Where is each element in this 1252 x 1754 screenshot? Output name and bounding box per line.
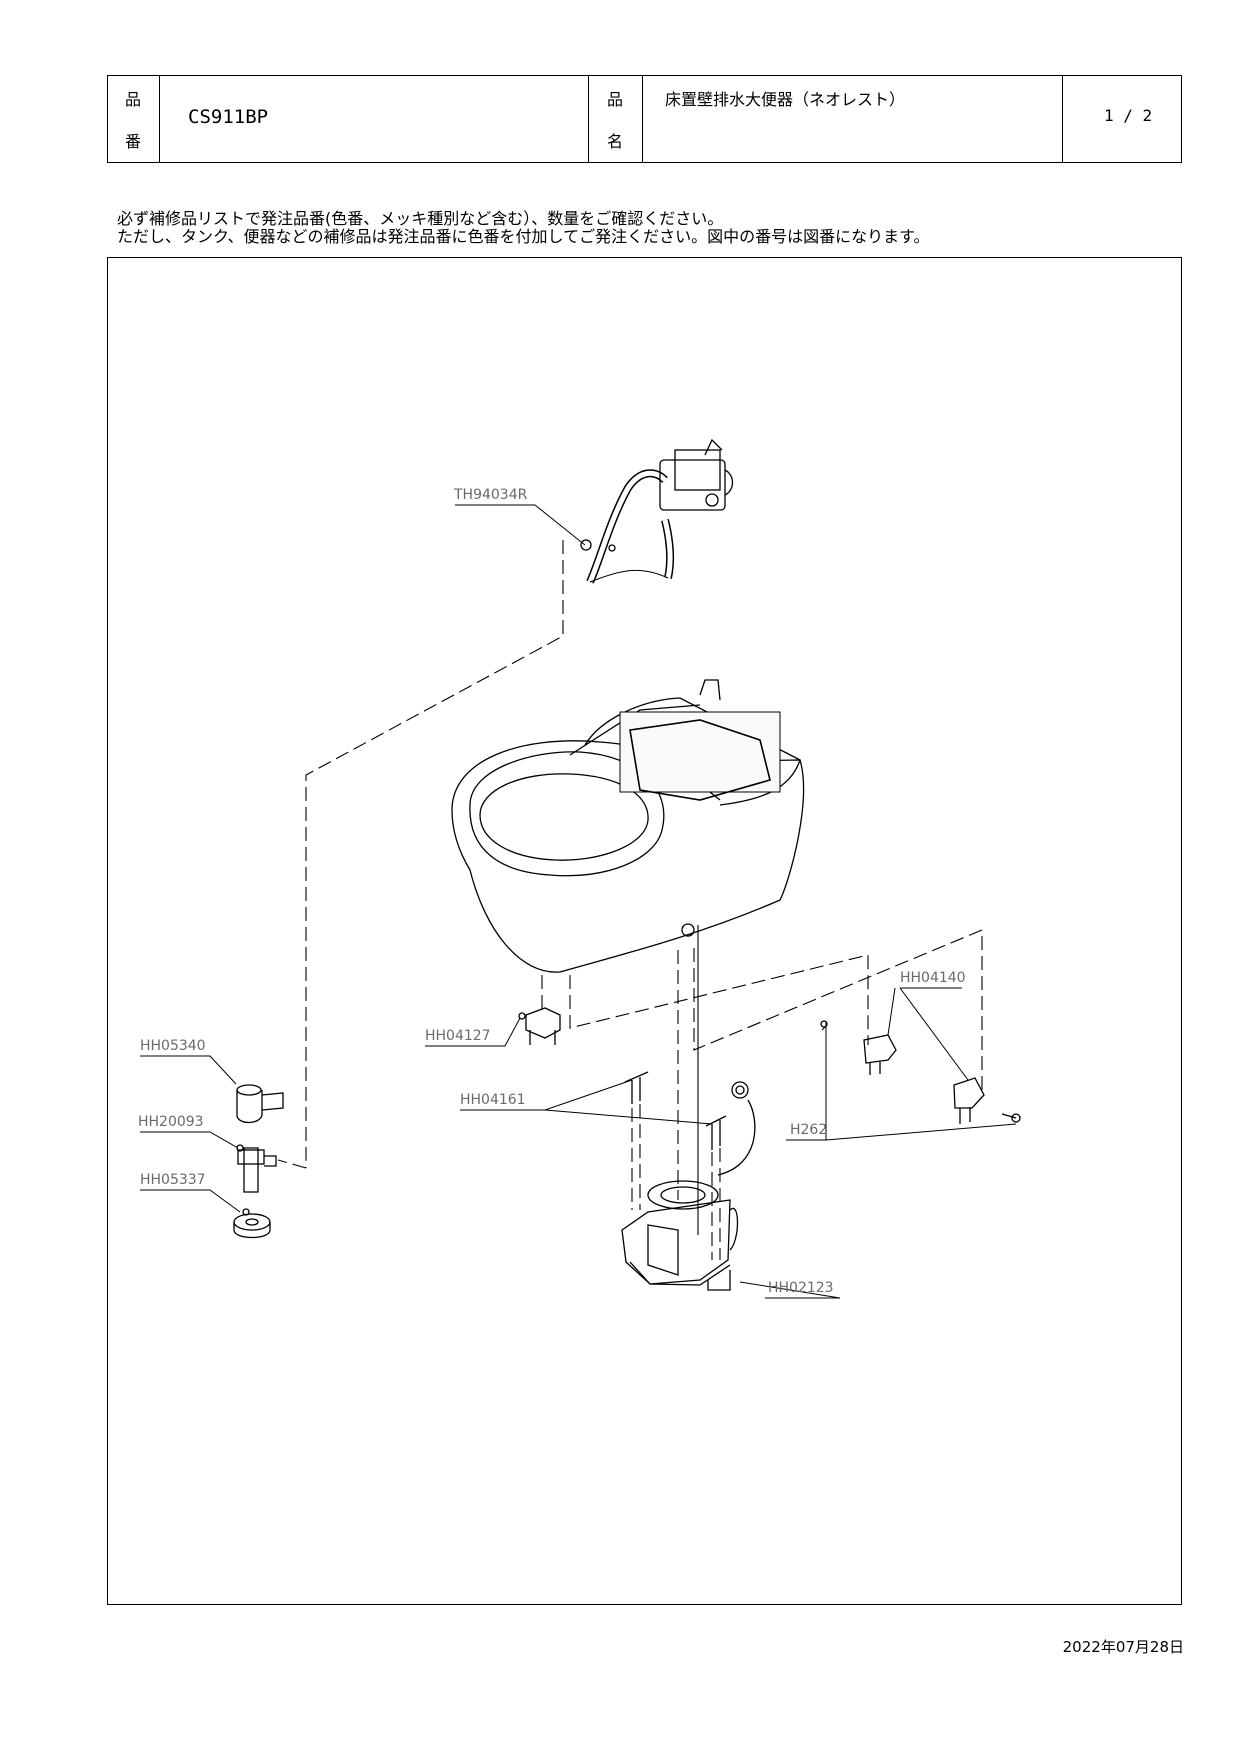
part-label-h262: H262	[790, 1122, 828, 1138]
header-table	[107, 75, 1182, 163]
header-divider	[588, 75, 589, 163]
hh05337-drawing	[233, 1208, 271, 1239]
part-label-th94034r: TH94034R	[454, 487, 528, 503]
product-name: 床置壁排水大便器（ネオレスト）	[665, 90, 906, 109]
product-number-label-1: 品	[125, 90, 142, 109]
hh20093-drawing	[236, 1144, 277, 1193]
header-divider	[1062, 75, 1063, 163]
part-label-hh05337: HH05337	[140, 1172, 206, 1188]
header-divider	[642, 75, 643, 163]
hh04140-drawing	[820, 1020, 1021, 1124]
product-number: CS911BP	[188, 106, 269, 128]
hh04161-drawing	[624, 1071, 727, 1150]
part-label-hh04140: HH04140	[900, 970, 966, 986]
hh04127-drawing	[518, 1007, 561, 1045]
part-label-hh05340: HH05340	[140, 1038, 206, 1054]
hh02123-drawing	[621, 1081, 756, 1291]
toilet-bowl-drawing	[451, 679, 805, 973]
issue-date: 2022年07月28日	[1062, 1638, 1184, 1656]
part-label-hh04161: HH04161	[460, 1092, 526, 1108]
part-label-hh02123: HH02123	[768, 1280, 834, 1296]
drawing-frame	[107, 257, 1182, 1605]
valve-unit-drawing	[580, 438, 734, 584]
product-name-label-2: 名	[607, 132, 624, 151]
product-number-label-2: 番	[125, 132, 142, 151]
notice-line-2: ただし、タンク、便器などの補修品は発注品番に色番を付加してご発注ください。図中の…	[117, 227, 930, 246]
page-number: 1 / 2	[1104, 106, 1153, 125]
product-name-label-1: 品	[607, 90, 624, 109]
header-divider	[159, 75, 160, 163]
part-label-hh04127: HH04127	[425, 1028, 491, 1044]
notice-line-1: 必ず補修品リストで発注品番(色番、メッキ種別など含む）、数量をご確認ください。	[117, 209, 724, 228]
hh05340-drawing	[236, 1084, 284, 1124]
part-label-hh20093: HH20093	[138, 1114, 204, 1130]
